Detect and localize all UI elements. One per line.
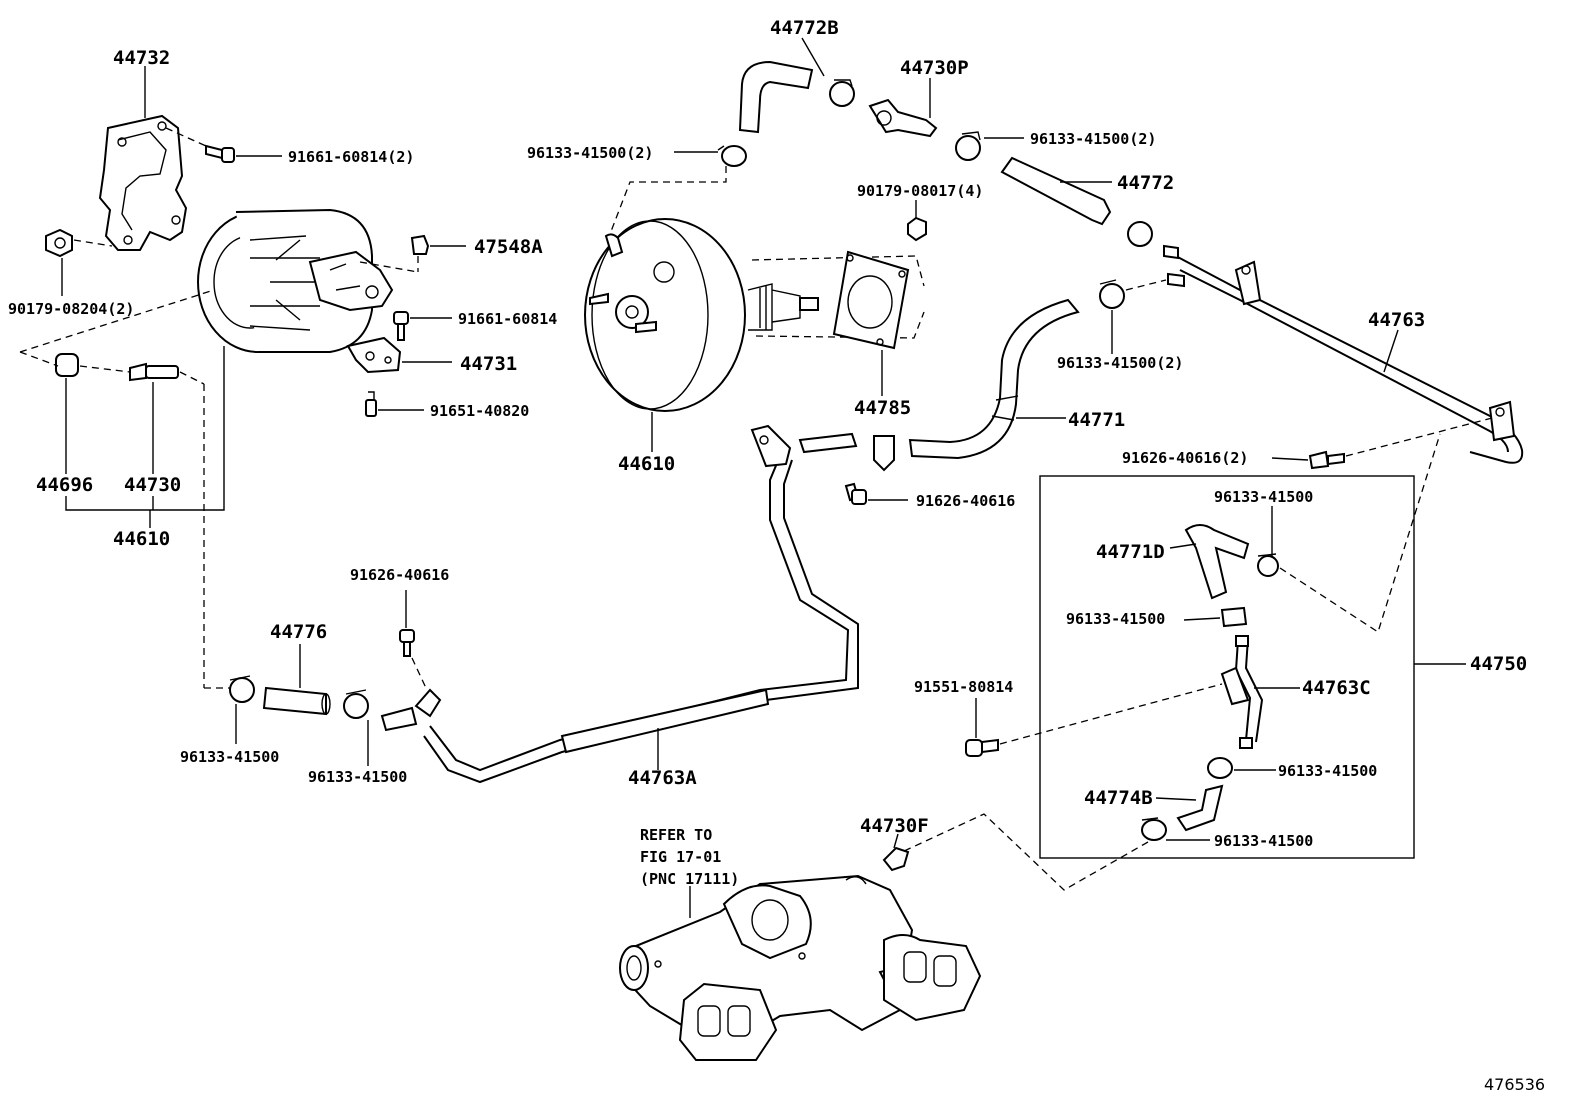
label-44731: 44731 [460,353,517,375]
clamp-44774B-bottom[interactable] [1141,817,1167,841]
label-90179-08204-2: 90179-08204(2) [8,300,134,318]
label-91626-40616-b: 91626-40616 [350,566,449,584]
brake-booster-44610[interactable] [584,218,819,412]
label-44785: 44785 [854,397,911,419]
clamp-left[interactable] [717,145,747,167]
label-91551-80814: 91551-80814 [914,678,1013,696]
refer-note-line2: FIG 17-01 [640,848,721,866]
grommet-47548A[interactable] [410,234,430,255]
clamp-top-b[interactable] [955,131,981,161]
label-91626-40616-a: 91626-40616 [916,492,1015,510]
label-44772: 44772 [1117,172,1174,194]
label-96133-41500-2-b: 96133-41500(2) [1030,130,1156,148]
label-96133-41500-e: 96133-41500 [1278,762,1377,780]
pipe-44763A[interactable] [380,424,859,784]
clamp-44774B-top[interactable] [1207,757,1233,779]
clamp-44772[interactable] [1127,221,1153,247]
label-44732: 44732 [113,47,170,69]
union-bolt-44730[interactable] [129,362,179,382]
bolt-91551-80814[interactable] [965,738,999,757]
check-valve-44730P[interactable] [868,98,938,138]
bracket-44731[interactable] [346,336,402,374]
hose-44772[interactable] [1000,156,1112,226]
label-44774B: 44774B [1084,787,1153,809]
bolt-91626-40616-2[interactable] [1308,450,1345,470]
label-44750: 44750 [1470,653,1527,675]
intake-manifold[interactable] [619,874,982,1061]
bolt-91661-60814-2[interactable] [205,144,235,163]
label-44771D: 44771D [1096,541,1165,563]
gasket-44785[interactable] [832,250,910,350]
clamp-top-a[interactable] [829,79,855,107]
label-91626-40616-2: 91626-40616(2) [1122,449,1248,467]
label-96133-41500-2-a: 96133-41500(2) [527,144,653,162]
label-44763C: 44763C [1302,677,1371,699]
nut-90179-08017[interactable] [907,216,927,242]
pipe-44763C[interactable] [1220,635,1264,749]
label-90179-08017-4: 90179-08017(4) [857,182,983,200]
label-44776: 44776 [270,621,327,643]
kit-box-44750 [1039,475,1415,859]
hose-44771[interactable] [908,298,1080,460]
figure-number: 476536 [1484,1075,1545,1094]
label-91661-60814-2: 91661-60814(2) [288,148,414,166]
clamp-center[interactable] [873,435,895,472]
clamp-44776-right[interactable] [343,689,369,719]
label-44772B: 44772B [770,17,839,39]
refer-note-line1: REFER TO [640,826,712,844]
hose-44772B[interactable] [738,60,814,134]
bolt-91651-40820[interactable] [365,391,377,417]
label-91661-60814: 91661-60814 [458,310,557,328]
label-44610-center: 44610 [618,453,675,475]
label-44730F: 44730F [860,815,929,837]
vacuum-pump-body[interactable] [197,208,394,353]
union-44730F[interactable] [882,846,910,872]
label-47548A: 47548A [474,236,543,258]
label-44696: 44696 [36,474,93,496]
refer-note-line3: (PNC 17111) [640,870,739,888]
label-96133-41500-c: 96133-41500 [1214,488,1313,506]
clamp-44776-left[interactable] [229,675,255,703]
pipe-44763[interactable] [1163,244,1524,464]
bolt-91661-60814[interactable] [393,311,409,341]
hose-44774B[interactable] [1176,784,1224,832]
label-96133-41500-2-c: 96133-41500(2) [1057,354,1183,372]
nut-90179-08204[interactable] [45,228,73,258]
clamp-44771D-top[interactable] [1257,553,1279,577]
label-44730P: 44730P [900,57,969,79]
label-44730: 44730 [124,474,181,496]
label-44771: 44771 [1068,409,1125,431]
bolt-91626-40616-a[interactable] [844,482,867,505]
grommet-44696[interactable] [55,353,79,377]
label-96133-41500-f: 96133-41500 [1214,832,1313,850]
label-44610-left: 44610 [113,528,170,550]
hose-44776[interactable] [262,686,331,716]
label-96133-41500-a: 96133-41500 [180,748,279,766]
clamp-44771D-bottom[interactable] [1220,606,1248,628]
label-44763: 44763 [1368,309,1425,331]
hose-44771D[interactable] [1184,524,1250,600]
bolt-91626-40616-b[interactable] [399,629,415,657]
label-91651-40820: 91651-40820 [430,402,529,420]
clamp-96133-2-c[interactable] [1099,279,1125,309]
label-96133-41500-d: 96133-41500 [1066,610,1165,628]
label-96133-41500-b: 96133-41500 [308,768,407,786]
label-44763A: 44763A [628,767,697,789]
bracket-44732[interactable] [98,114,188,251]
